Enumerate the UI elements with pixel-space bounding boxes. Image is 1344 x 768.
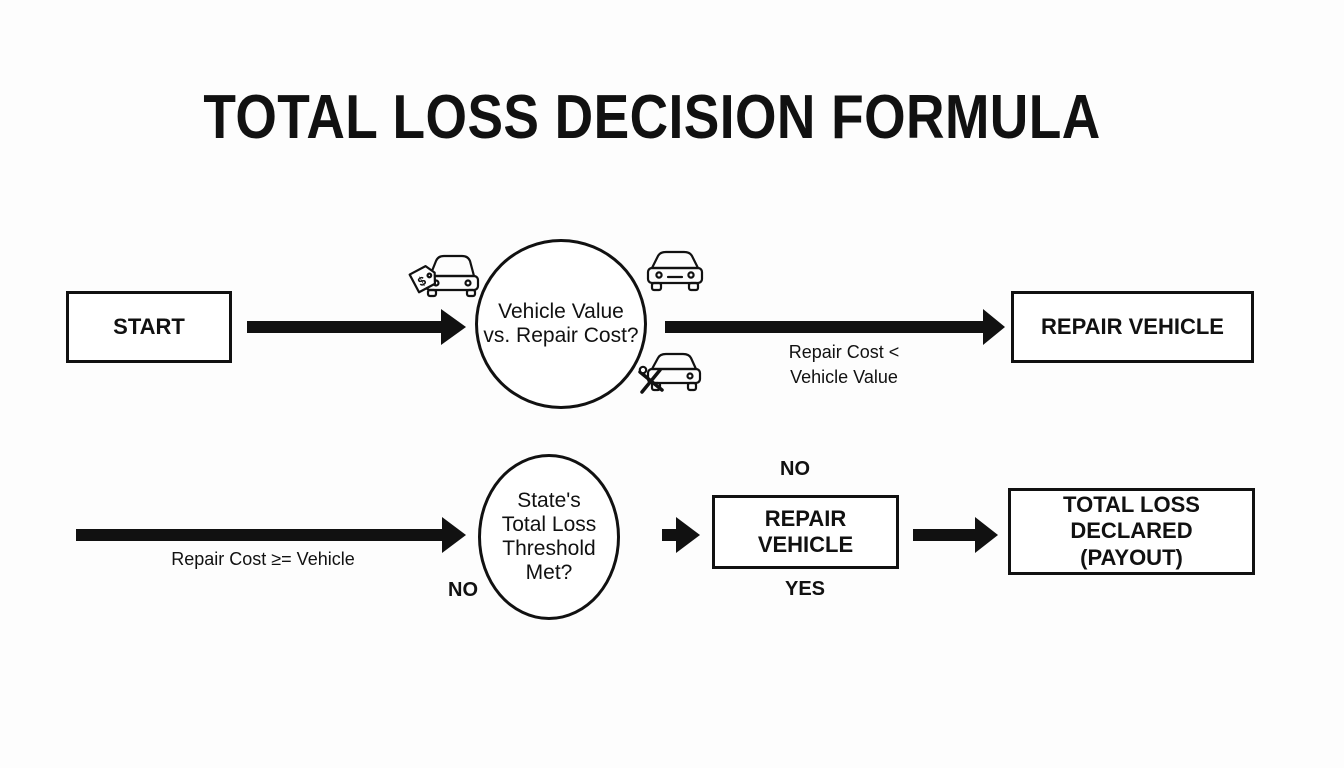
- threshold-decision-label: State's Total Loss Threshold Met?: [501, 488, 597, 585]
- arrow-to-threshold: [76, 529, 444, 541]
- arrowhead: [975, 517, 998, 553]
- vehicle-value-decision-label: Vehicle Value vs. Repair Cost?: [483, 299, 639, 347]
- yes-label: YES: [785, 578, 826, 600]
- car-repair-tools-icon: [638, 352, 702, 394]
- total-loss-node: TOTAL LOSS DECLARED (PAYOUT): [1008, 488, 1255, 575]
- start-label: START: [113, 313, 185, 339]
- total-loss-label: TOTAL LOSS DECLARED (PAYOUT): [1063, 491, 1200, 570]
- repair-vehicle-label-bottom: REPAIR VEHICLE: [757, 505, 854, 557]
- vehicle-value-decision-node: Vehicle Value vs. Repair Cost?: [475, 239, 647, 409]
- start-node: START: [66, 291, 232, 363]
- no-label-top: NO: [780, 458, 810, 480]
- arrow-repair-to-total-loss: [913, 529, 977, 541]
- arrow-threshold-to-repair: [662, 529, 678, 541]
- repair-less-than-value-label: Repair Cost < Vehicle Value: [788, 342, 900, 388]
- repair-vehicle-node-top: REPAIR VEHICLE: [1011, 291, 1254, 363]
- arrow-decision-to-repair: [665, 321, 985, 333]
- threshold-decision-node: State's Total Loss Threshold Met?: [478, 454, 620, 620]
- page-title: TOTAL LOSS DECISION FORMULA: [203, 83, 1101, 152]
- car-price-tag-icon: $: [408, 254, 480, 298]
- arrowhead: [983, 309, 1005, 345]
- repair-vehicle-node-bottom: REPAIR VEHICLE: [712, 495, 899, 569]
- arrow-start-to-decision: [247, 321, 443, 333]
- repair-geq-value-label: Repair Cost ≥= Vehicle: [171, 549, 355, 569]
- arrowhead: [676, 517, 700, 553]
- car-icon: [646, 250, 704, 292]
- arrowhead: [441, 309, 466, 345]
- arrowhead: [442, 517, 466, 553]
- repair-vehicle-label-top: REPAIR VEHICLE: [1041, 313, 1224, 339]
- no-label-bottom: NO: [448, 579, 478, 601]
